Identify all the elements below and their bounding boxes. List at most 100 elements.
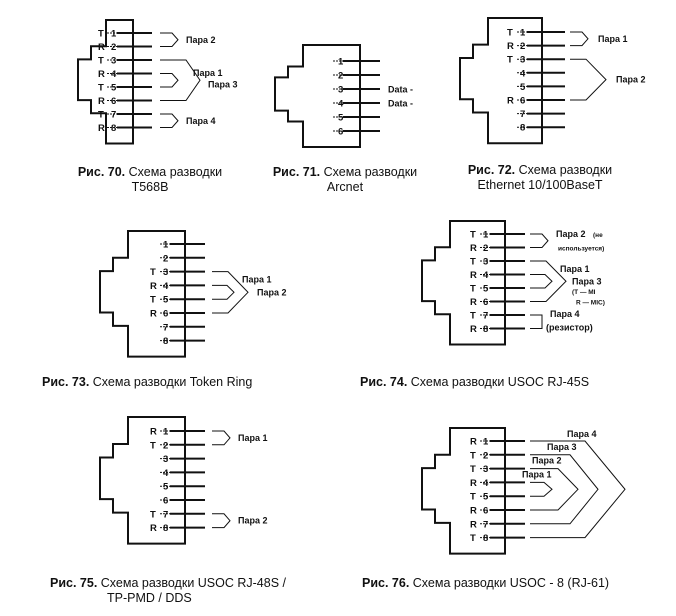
pair-bracket <box>160 59 201 101</box>
pin-number: 4 <box>163 281 169 292</box>
connector-outline <box>421 427 506 555</box>
pair-label: Пара 2 <box>556 229 585 239</box>
caption-fig70: Рис. 70. Схема разводки T568B <box>50 165 250 195</box>
caption-fig75: Рис. 75. Схема разводки USOC RJ-48S / TP… <box>50 576 330 606</box>
pin-number: 6 <box>483 506 488 517</box>
pin-polarity: R <box>470 243 477 254</box>
pin-polarity: T <box>150 295 156 306</box>
pin-polarity: T <box>98 29 104 40</box>
connector-outline <box>421 220 506 346</box>
caption-text: Схема разводки <box>518 163 613 177</box>
pair-label: Пара 2 <box>616 75 645 85</box>
caption-text-line2: T568B <box>131 180 169 194</box>
pin-number: 4 <box>111 69 117 80</box>
pin-polarity: T <box>470 533 476 544</box>
pair-label: Пара 2 <box>238 516 267 526</box>
pin-polarity: R <box>150 281 157 292</box>
pair-bracket <box>570 58 607 101</box>
pin-polarity: R <box>150 523 157 534</box>
pair-label: Пара 1 <box>598 34 627 44</box>
pin-polarity: R <box>150 309 157 320</box>
pin-number: 3 <box>163 454 168 465</box>
pair-bracket <box>530 314 543 329</box>
pin-number: 5 <box>163 482 169 493</box>
pair-label: Пара 2 <box>257 287 286 297</box>
pin-polarity: T <box>470 257 476 268</box>
caption-fig73: Рис. 73. Схема разводки Token Ring <box>42 375 292 390</box>
pin-number: 1 <box>483 437 489 448</box>
pair-note: используется) <box>558 246 604 253</box>
pin-polarity: T <box>470 450 476 461</box>
caption-number: Рис. 73. <box>42 375 90 389</box>
caption-number: Рис. 72. <box>467 163 516 177</box>
pin-polarity: R <box>470 297 477 308</box>
connector-outline <box>99 416 186 545</box>
pair-label: Пара 1 <box>560 264 589 274</box>
signal-label: Data - <box>388 99 413 109</box>
caption-fig71: Рис. 71. Схема разводки Arcnet <box>245 165 445 195</box>
caption-number: Рис. 71. <box>272 165 321 179</box>
connector-outline <box>77 19 134 145</box>
pin-polarity: T <box>470 464 476 475</box>
pin-polarity: R <box>470 324 477 335</box>
pin-number: 3 <box>520 55 525 66</box>
pin-polarity: T <box>507 28 513 39</box>
connector-outline <box>459 17 543 145</box>
pin-polarity: R <box>507 96 514 107</box>
pair-bracket <box>212 430 231 446</box>
pin-number: 8 <box>163 336 168 347</box>
pin-number: 8 <box>483 324 488 335</box>
pin-number: 2 <box>163 440 168 451</box>
pin-polarity: R <box>470 519 477 530</box>
pin-polarity: R <box>507 41 514 52</box>
pin-polarity: T <box>150 509 156 520</box>
pin-polarity: R <box>98 69 105 80</box>
pin-polarity: T <box>470 230 476 241</box>
caption-number: Рис. 76. <box>362 576 410 590</box>
pin-number: 8 <box>483 533 488 544</box>
pin-polarity: R <box>98 42 105 53</box>
pin-number: 8 <box>111 123 116 134</box>
pin-polarity: R <box>150 427 157 438</box>
caption-text: Схема разводки <box>128 165 223 179</box>
pin-polarity: T <box>98 56 104 67</box>
pin-number: 7 <box>163 322 168 333</box>
pin-number: 6 <box>111 96 116 107</box>
pair-bracket <box>530 233 549 248</box>
pin-number: 5 <box>483 284 489 295</box>
pin-number: 5 <box>483 492 489 503</box>
pin-number: 2 <box>163 253 168 264</box>
pin-number: 1 <box>111 29 117 40</box>
pin-polarity: T <box>470 311 476 322</box>
pin-polarity: T <box>150 440 156 451</box>
pair-bracket <box>530 274 553 289</box>
pin-number: 1 <box>483 230 489 241</box>
pair-label: Пара 1 <box>238 433 267 443</box>
pair-bracket <box>570 31 589 47</box>
pin-number: 5 <box>520 82 526 93</box>
pin-number: 7 <box>483 311 488 322</box>
pin-number: 6 <box>483 297 488 308</box>
pair-note: (резистор) <box>546 323 593 333</box>
connector-outline <box>99 230 186 358</box>
pin-number: 4 <box>483 478 489 489</box>
pair-label: Пара 3 <box>572 277 601 287</box>
pin-number: 1 <box>520 28 526 39</box>
pair-label: Пара 2 <box>186 35 215 45</box>
pin-number: 3 <box>338 85 343 96</box>
pin-number: 2 <box>111 42 116 53</box>
pin-number: 5 <box>338 113 344 124</box>
pin-polarity: R <box>470 506 477 517</box>
pin-polarity: T <box>470 492 476 503</box>
pin-number: 3 <box>483 464 488 475</box>
caption-fig76: Рис. 76. Схема разводки USOC - 8 (RJ-61) <box>362 576 662 591</box>
pin-number: 7 <box>520 109 525 120</box>
pin-number: 6 <box>338 127 343 138</box>
pin-number: 1 <box>163 240 169 251</box>
caption-text: Схема разводки Token Ring <box>92 375 253 389</box>
